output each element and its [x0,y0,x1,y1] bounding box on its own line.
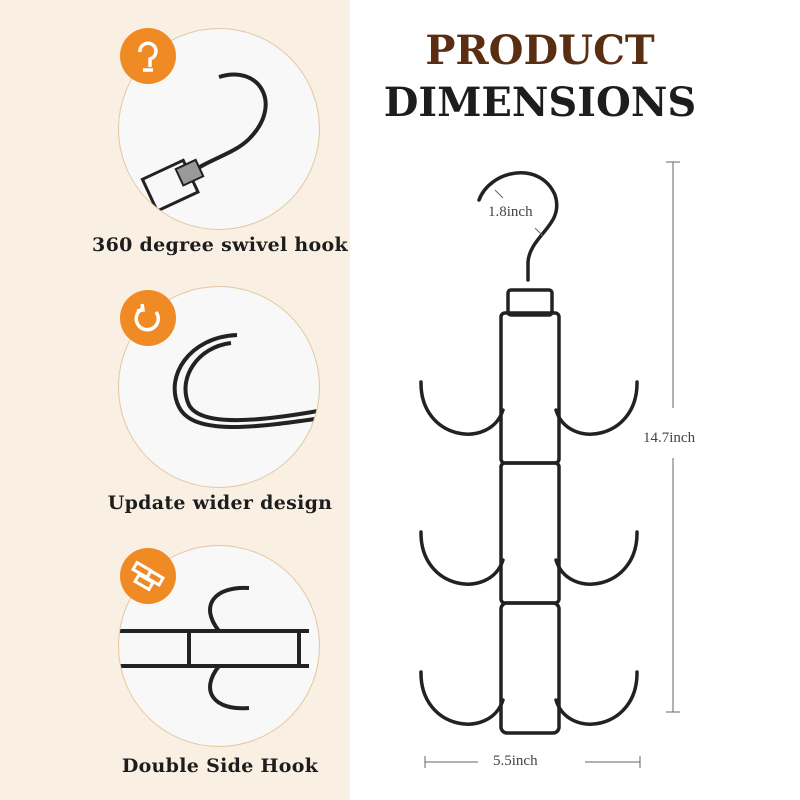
feature-caption: Double Side Hook [121,755,319,777]
title-line-2: DIMENSIONS [383,79,697,126]
height-dimension: 14.7inch [643,430,696,446]
width-dimension: 5.5inch [493,753,538,769]
bundle-icon [120,548,176,604]
hook-dimension: 1.8inch [488,204,533,220]
rotate-icon [120,290,176,346]
swivel-hook-icon [120,28,176,84]
feature-caption: Update wider design [107,492,333,514]
title-line-1: PRODUCT [425,27,655,74]
feature-caption: 360 degree swivel hook [92,234,348,256]
